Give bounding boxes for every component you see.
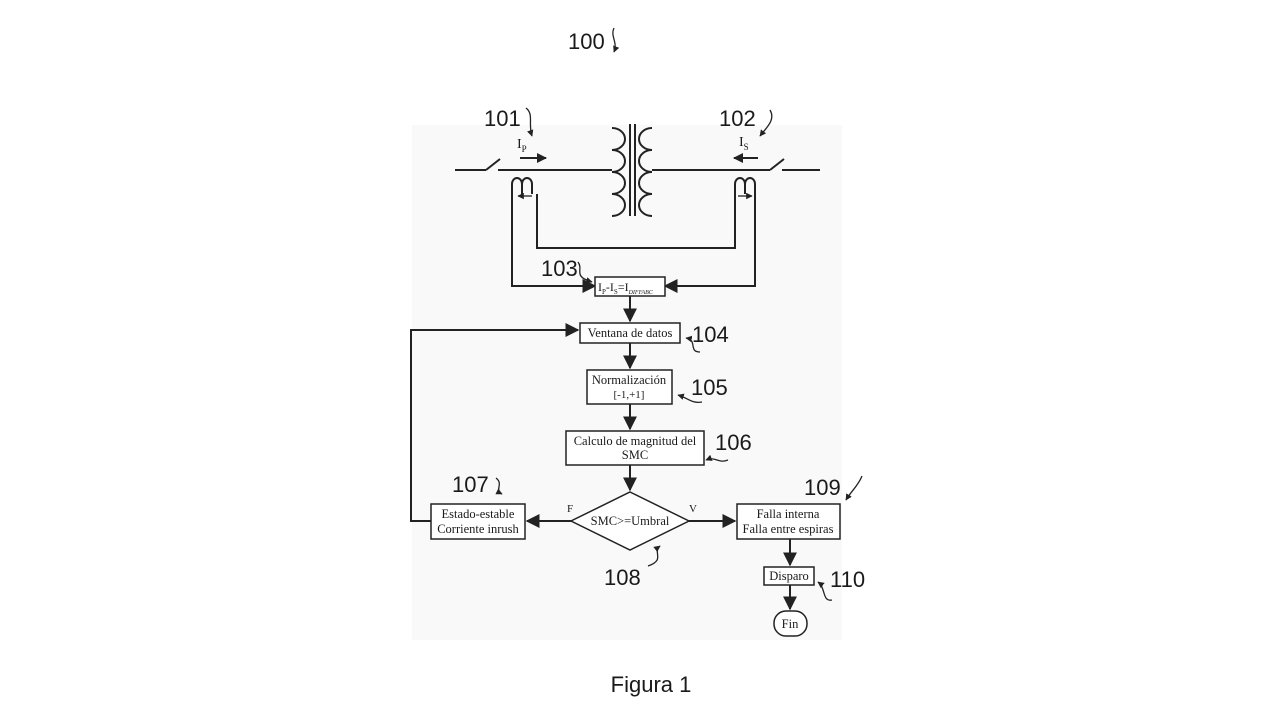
ct-secondary-wire <box>663 194 756 293</box>
steady-state-label: Estado-estable <box>442 507 515 521</box>
decision-false-label: F <box>567 503 573 515</box>
threshold-decision-label: SMC>=Umbral <box>591 514 670 528</box>
normalization-label: Normalización <box>592 373 667 387</box>
normalization-block <box>586 369 673 405</box>
ref-104: 104 <box>692 322 729 347</box>
smc-calculation-block <box>565 430 705 466</box>
figure-caption: Figura 1 <box>611 672 692 697</box>
steady-state-block <box>430 503 526 540</box>
ref-110-leader <box>817 581 833 601</box>
primary-breaker <box>485 158 501 171</box>
ref-102-leader <box>759 109 773 137</box>
feedback-loop-arrow <box>410 323 580 522</box>
ct-return-wire <box>536 194 736 249</box>
ct-secondary-loop-b <box>744 177 756 194</box>
secondary-breaker <box>769 158 785 171</box>
end-terminator <box>773 610 808 637</box>
ref-103: 103 <box>541 256 578 281</box>
primary-winding <box>611 127 626 217</box>
ref-103-leader <box>577 261 593 284</box>
ref-109: 109 <box>804 475 841 500</box>
ref-107-leader <box>495 477 503 495</box>
ref-105-leader <box>677 393 703 404</box>
ref-107: 107 <box>452 472 489 497</box>
ref-106: 106 <box>715 430 752 455</box>
ref-104-leader <box>685 335 701 353</box>
smc-calculation-label: Calculo de magnitud del <box>574 434 697 448</box>
inrush-label: Corriente inrush <box>437 522 519 536</box>
trip-label: Disparo <box>769 569 809 583</box>
differential-current-label: IP-IS=IDIFFABC <box>598 280 654 296</box>
secondary-current-label: IS <box>739 135 749 152</box>
decision-true-label: V <box>689 503 697 515</box>
ct-primary-wire <box>511 194 597 293</box>
normalization-range: [-1,+1] <box>614 389 645 401</box>
end-label: Fin <box>782 617 799 631</box>
ref-101-leader <box>525 107 534 137</box>
ref-109-leader <box>845 475 863 501</box>
ref-110: 110 <box>830 567 865 592</box>
internal-fault-block <box>736 503 841 540</box>
threshold-decision <box>569 491 691 551</box>
ref-100-leader <box>612 27 620 53</box>
secondary-winding <box>638 127 653 217</box>
ref-106-leader <box>705 454 729 462</box>
data-window-label: Ventana de datos <box>588 326 673 340</box>
ct-primary-loop-b <box>521 177 533 194</box>
transformer-circuit: IP IS <box>455 124 820 293</box>
figure-number: 100 <box>568 29 605 54</box>
ref-108-leader <box>647 545 661 567</box>
smc-calculation-label-2: SMC <box>622 448 648 462</box>
primary-current-label: IP <box>517 137 527 154</box>
ref-108: 108 <box>604 565 641 590</box>
turn-fault-label: Falla entre espiras <box>743 522 834 536</box>
ref-102: 102 <box>719 106 756 131</box>
ref-101: 101 <box>484 106 521 131</box>
internal-fault-label: Falla interna <box>757 507 820 521</box>
ref-105: 105 <box>691 375 728 400</box>
